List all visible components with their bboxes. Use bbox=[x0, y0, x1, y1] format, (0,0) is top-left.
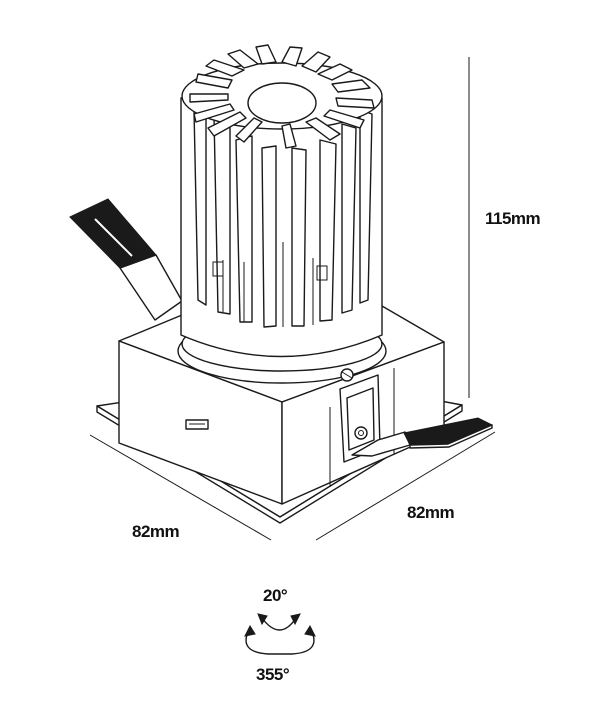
mounting-bracket bbox=[339, 374, 381, 463]
right-width-dimension-line bbox=[315, 431, 496, 541]
tilt-angle-label: 20° bbox=[263, 586, 288, 605]
heatsink-cap bbox=[247, 82, 317, 124]
tilt-arc-icon bbox=[261, 617, 297, 631]
right-spring-clip bbox=[351, 417, 494, 457]
rotation-angle-label: 355° bbox=[256, 665, 290, 684]
left-width-label: 82mm bbox=[132, 522, 180, 541]
dimension-lines bbox=[89, 57, 496, 541]
height-label: 115mm bbox=[485, 209, 541, 228]
right-width-label: 82mm bbox=[407, 503, 455, 522]
left-spring-clip bbox=[69, 198, 183, 321]
rotate-arc-icon bbox=[245, 629, 315, 655]
heatsink bbox=[180, 44, 383, 358]
bracket-screw bbox=[354, 426, 368, 440]
rotation-symbol bbox=[244, 613, 316, 655]
left-width-dimension-line bbox=[89, 434, 272, 541]
